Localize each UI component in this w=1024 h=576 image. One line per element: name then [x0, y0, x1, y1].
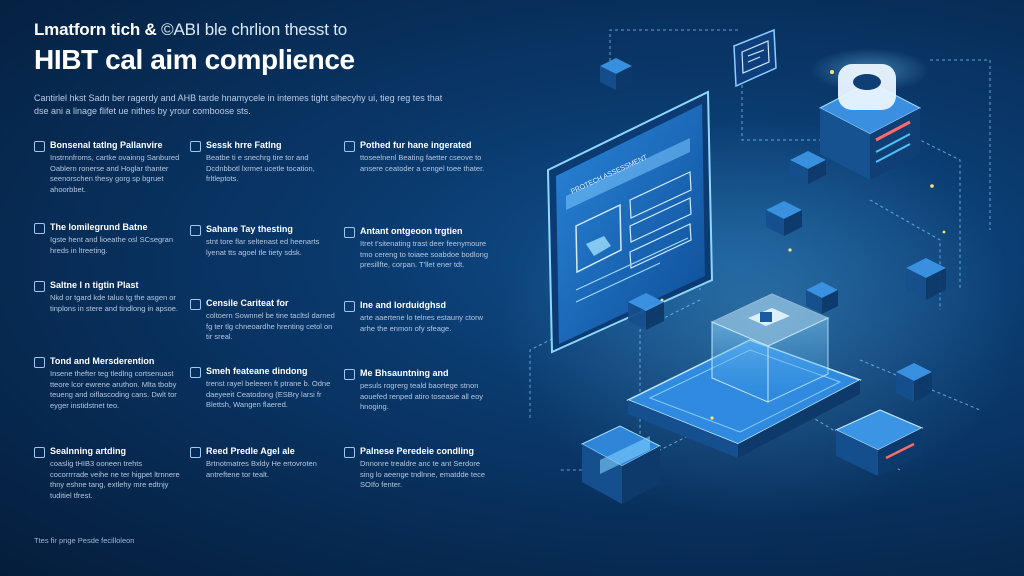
cube-node-icon	[710, 293, 830, 403]
feature-body: arte aaertene lo telnes estauny ctorw ar…	[360, 313, 483, 333]
feature-item: Ine and lorduidghsd arte aaertene lo tel…	[344, 300, 492, 334]
tablet-dashboard-icon: PROTECH ASSESSMENT	[546, 90, 714, 354]
footer-note: Ttes fir pnge Pesde fecilloleon	[34, 536, 135, 545]
feature-title: Smeh feateane dindong	[206, 366, 308, 376]
title-line-1-suffix: ©ABI ble chrlion thesst to	[161, 20, 348, 39]
security-chip-icon	[834, 409, 924, 476]
feature-title: Sessk hrre Fatlng	[206, 140, 282, 150]
connection-lines	[529, 29, 991, 471]
ambient-glow	[500, 120, 1020, 520]
feature-item: Pothed fur hane ingerated ttoseelnenl Be…	[344, 140, 492, 174]
feature-body: Instrnnfroms, cartke ovainng Sanbured Oa…	[50, 153, 180, 194]
sparkles	[660, 70, 946, 420]
checkbox-icon	[344, 447, 355, 458]
feature-item: Palnese Peredeie condling Dnnonre treald…	[344, 446, 492, 491]
feature-body: Beatbe ti e snechrg tire tor and Dcdnbbo…	[206, 153, 315, 183]
feature-title: Censile Cariteat for	[206, 298, 289, 308]
feature-item: Tond and Mersderention Insene thefter te…	[34, 356, 182, 411]
checkbox-icon	[34, 447, 45, 458]
feature-item: Bonsenal tatlng Pallanvire Instrnnfroms,…	[34, 140, 182, 195]
feature-title: Saltne l n tigtin Plast	[50, 280, 139, 290]
feature-body: stnt tore flar seltenast ed heenarts lye…	[206, 237, 320, 257]
checkbox-icon	[344, 301, 355, 312]
feature-item: Saltne l n tigtin Plast Nkd or tgard kde…	[34, 280, 182, 314]
feature-item: Antant ontgeoon trgtien Itret t'sitenati…	[344, 226, 492, 271]
checkbox-icon	[344, 141, 355, 152]
feature-body: coltoern Sownnel be tine tacltsl darned …	[206, 311, 335, 341]
title-line-1-prefix: Lmatforn tich &	[34, 20, 162, 39]
feature-title: Palnese Peredeie condling	[360, 446, 475, 456]
checkbox-icon	[344, 227, 355, 238]
feature-body: ttoseelnenl Beating faetter cseove to an…	[360, 153, 485, 173]
feature-title: Me Bhsauntning and	[360, 368, 449, 378]
feature-title: Sealnning artding	[50, 446, 127, 456]
feature-item: Censile Cariteat for coltoern Sownnel be…	[190, 298, 338, 343]
intro-paragraph: Cantirlel hkst Sadn ber ragerdy and AHB …	[34, 93, 443, 116]
id-card-icon	[733, 28, 777, 88]
feature-title: Reed Predle Agel ale	[206, 446, 295, 456]
checkbox-icon	[190, 367, 201, 378]
feature-item: Sahane Tay thesting stnt tore flar selte…	[190, 224, 338, 258]
feature-item: The lomilegrund Batne Igste hent and lio…	[34, 222, 182, 256]
device-module-icon	[580, 425, 662, 504]
feature-body: Brtnotmatres Bxldy He ertovroten antreft…	[206, 459, 317, 479]
checkbox-icon	[190, 299, 201, 310]
feature-title: Sahane Tay thesting	[206, 224, 293, 234]
page-title: HIBT cal aim complience	[34, 44, 355, 75]
checkbox-icon	[190, 141, 201, 152]
feature-item: Smeh feateane dindong trenst rayel belee…	[190, 366, 338, 411]
feature-title: The lomilegrund Batne	[50, 222, 148, 232]
feature-body: pesuls rogrerg teald baortege stnon aoue…	[360, 381, 484, 411]
title-line-1: Lmatforn tich & ©ABI ble chrlion thesst …	[34, 20, 454, 40]
checkbox-icon	[190, 225, 201, 236]
feature-body: Nkd or tgard kde taluo tg the asgen or t…	[50, 293, 179, 313]
checkbox-icon	[34, 223, 45, 234]
checkbox-icon	[34, 281, 45, 292]
feature-title: Ine and lorduidghsd	[360, 300, 446, 310]
feature-body: Igste hent and lioeathe osl SCsegran hre…	[50, 235, 173, 255]
checkbox-icon	[34, 141, 45, 152]
platform-base	[626, 339, 862, 458]
mini-modules	[600, 58, 946, 402]
feature-title: Antant ontgeoon trgtien	[360, 226, 463, 236]
feature-title: Tond and Mersderention	[50, 356, 155, 366]
feature-body: Insene thefter teg tledlng cortsenuast t…	[50, 369, 177, 410]
heading: Lmatforn tich & ©ABI ble chrlion thesst …	[34, 20, 454, 76]
checkbox-icon	[344, 369, 355, 380]
feature-body: trenst rayel beleeen ft ptrane b. Odne d…	[206, 379, 331, 409]
feature-item: Sessk hrre Fatlng Beatbe ti e snechrg ti…	[190, 140, 338, 185]
checkbox-icon	[34, 357, 45, 368]
feature-item: Reed Predle Agel ale Brtnotmatres Bxldy …	[190, 446, 338, 480]
server-tower-icon	[810, 48, 930, 180]
dashboard-header: PROTECH ASSESSMENT	[570, 154, 649, 196]
feature-body: Itret t'sitenating trast deer feenymoure…	[360, 239, 489, 269]
feature-title: Bonsenal tatlng Pallanvire	[50, 140, 163, 150]
feature-item: Me Bhsauntning and pesuls rogrerg teald …	[344, 368, 492, 413]
feature-title: Pothed fur hane ingerated	[360, 140, 472, 150]
feature-item: Sealnning artding coaslig tHIB3 ooneen t…	[34, 446, 182, 501]
feature-body: Dnnonre trealdre anc te ant Serdore sing…	[360, 459, 486, 489]
checkbox-icon	[190, 447, 201, 458]
feature-body: coaslig tHIB3 ooneen trehts cocorrrrade …	[50, 459, 180, 500]
